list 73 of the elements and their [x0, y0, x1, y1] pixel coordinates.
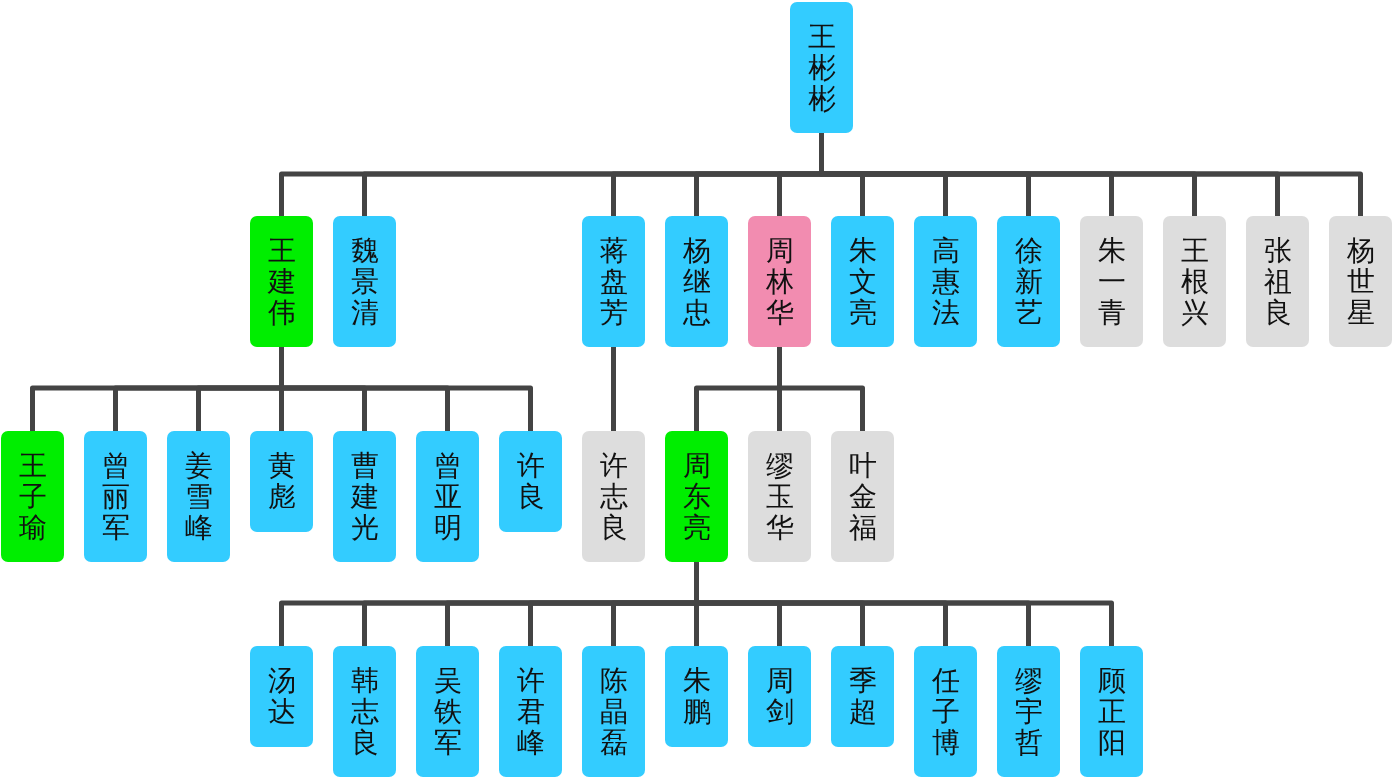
person-name: 姜雪峰 — [184, 451, 213, 544]
name-box — [333, 646, 396, 778]
name-box — [582, 646, 645, 778]
name-box — [997, 646, 1060, 778]
person-name: 韩志良 — [350, 666, 379, 759]
connector-line — [279, 347, 533, 431]
person-name: 朱文亮 — [848, 236, 877, 329]
name-box — [831, 646, 894, 747]
name-box — [250, 646, 313, 747]
person-name: 蒋盘芳 — [599, 236, 628, 329]
name-box — [1329, 216, 1392, 348]
name-box — [582, 431, 645, 563]
person-name: 缪宇哲 — [1014, 666, 1043, 759]
person-name: 任子博 — [931, 666, 960, 759]
name-box — [582, 216, 645, 348]
person-name: 吴铁军 — [433, 666, 462, 759]
name-box — [499, 646, 562, 778]
person-name: 朱一青 — [1097, 236, 1126, 329]
person-name: 曹建光 — [350, 451, 379, 544]
name-box — [1080, 646, 1143, 778]
name-box — [665, 431, 728, 563]
person-name: 曾丽军 — [101, 451, 130, 544]
person-name: 缪玉华 — [765, 451, 794, 544]
name-box — [831, 431, 894, 563]
name-box — [1163, 216, 1226, 348]
person-name: 魏景清 — [350, 236, 379, 329]
person-name: 曾亚明 — [433, 451, 462, 544]
name-box — [333, 431, 396, 563]
person-name: 王子瑜 — [18, 451, 47, 544]
person-name: 许君峰 — [516, 666, 545, 759]
person-name: 朱鹏 — [682, 666, 711, 728]
person-name: 徐新艺 — [1014, 236, 1043, 329]
name-box — [499, 431, 562, 532]
connector-line — [777, 347, 865, 431]
name-box — [790, 2, 853, 134]
name-box — [167, 431, 230, 563]
name-box — [1080, 216, 1143, 348]
person-name: 周剑 — [765, 666, 794, 728]
name-box — [416, 431, 479, 563]
person-name: 杨世星 — [1346, 236, 1375, 329]
person-name: 王彬彬 — [807, 22, 836, 115]
name-box — [748, 216, 811, 348]
person-name: 王建伟 — [267, 236, 296, 329]
person-name: 许志良 — [599, 451, 628, 544]
name-box — [665, 646, 728, 747]
person-name: 杨继忠 — [682, 236, 711, 329]
person-name: 高惠法 — [931, 236, 960, 329]
name-box — [250, 216, 313, 348]
person-name: 陈晶磊 — [599, 666, 628, 759]
name-box — [1246, 216, 1309, 348]
person-name: 叶金福 — [848, 451, 877, 544]
person-name: 周东亮 — [682, 451, 711, 544]
person-name: 季超 — [848, 666, 877, 728]
person-name: 张祖良 — [1263, 236, 1292, 329]
person-name: 黄彪 — [267, 451, 296, 513]
name-box — [831, 216, 894, 348]
name-box — [914, 216, 977, 348]
name-box — [748, 646, 811, 747]
name-box — [997, 216, 1060, 348]
name-box — [665, 216, 728, 348]
name-box — [250, 431, 313, 532]
name-box — [914, 646, 977, 778]
person-name: 顾正阳 — [1097, 666, 1126, 759]
name-box — [333, 216, 396, 348]
person-name: 周林华 — [765, 236, 794, 329]
person-name: 王根兴 — [1180, 236, 1209, 329]
name-box — [416, 646, 479, 778]
person-name: 汤达 — [267, 666, 296, 728]
person-name: 许良 — [516, 451, 545, 513]
name-box — [84, 431, 147, 563]
connector-line — [611, 347, 616, 431]
name-box — [748, 431, 811, 563]
name-box — [1, 431, 64, 563]
